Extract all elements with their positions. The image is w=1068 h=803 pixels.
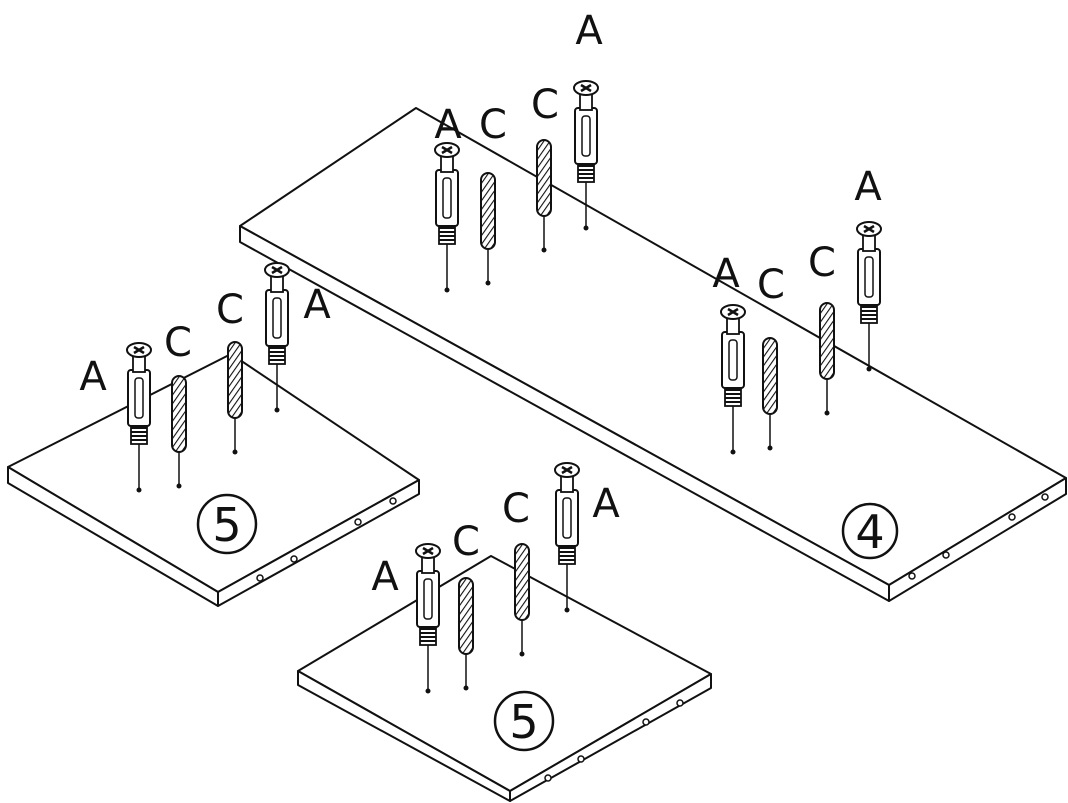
panel-number-label: 4 [855, 505, 884, 559]
panel-4-side-edge [888, 477, 1067, 602]
cam-bolt-label: A [303, 282, 331, 328]
dowel-label: C [808, 240, 836, 286]
cam-bolt-label: A [854, 164, 882, 210]
dowel-label: C [531, 82, 559, 128]
panel-4: 4 A C C A A C C A [239, 8, 1067, 602]
cam-bolt-label: A [79, 354, 107, 400]
panel-5-left-top-face [7, 353, 420, 593]
panel-5-bottom: 5 A C C A [297, 461, 712, 802]
panel-5-bottom-top-face [297, 555, 712, 792]
dowel-label: C [216, 287, 244, 333]
panel-5-bottom-side-edge [509, 673, 712, 802]
dowel-label: C [479, 102, 507, 148]
panel-5-left: 5 A C C A [7, 261, 420, 607]
cam-bolt-label: A [575, 8, 603, 54]
cam-bolt-icon [553, 461, 581, 614]
panel-5-left-side-edge [217, 479, 420, 607]
dowel-label: C [757, 262, 785, 308]
dowel-label: C [502, 486, 530, 532]
cam-bolt-label: A [371, 554, 399, 600]
cam-bolt-label: A [712, 251, 740, 297]
panel-number-label: 5 [212, 498, 241, 552]
cam-bolt-label: A [592, 481, 620, 527]
dowel-label: C [452, 519, 480, 565]
panel-number-badge [493, 690, 555, 752]
panel-number-label: 5 [509, 695, 538, 749]
dowel-label: C [164, 320, 192, 366]
panel-number-badge [841, 502, 899, 560]
panel-number-badge [196, 493, 258, 555]
cam-bolt-icon [855, 220, 883, 373]
cam-bolt-label: A [434, 102, 462, 148]
